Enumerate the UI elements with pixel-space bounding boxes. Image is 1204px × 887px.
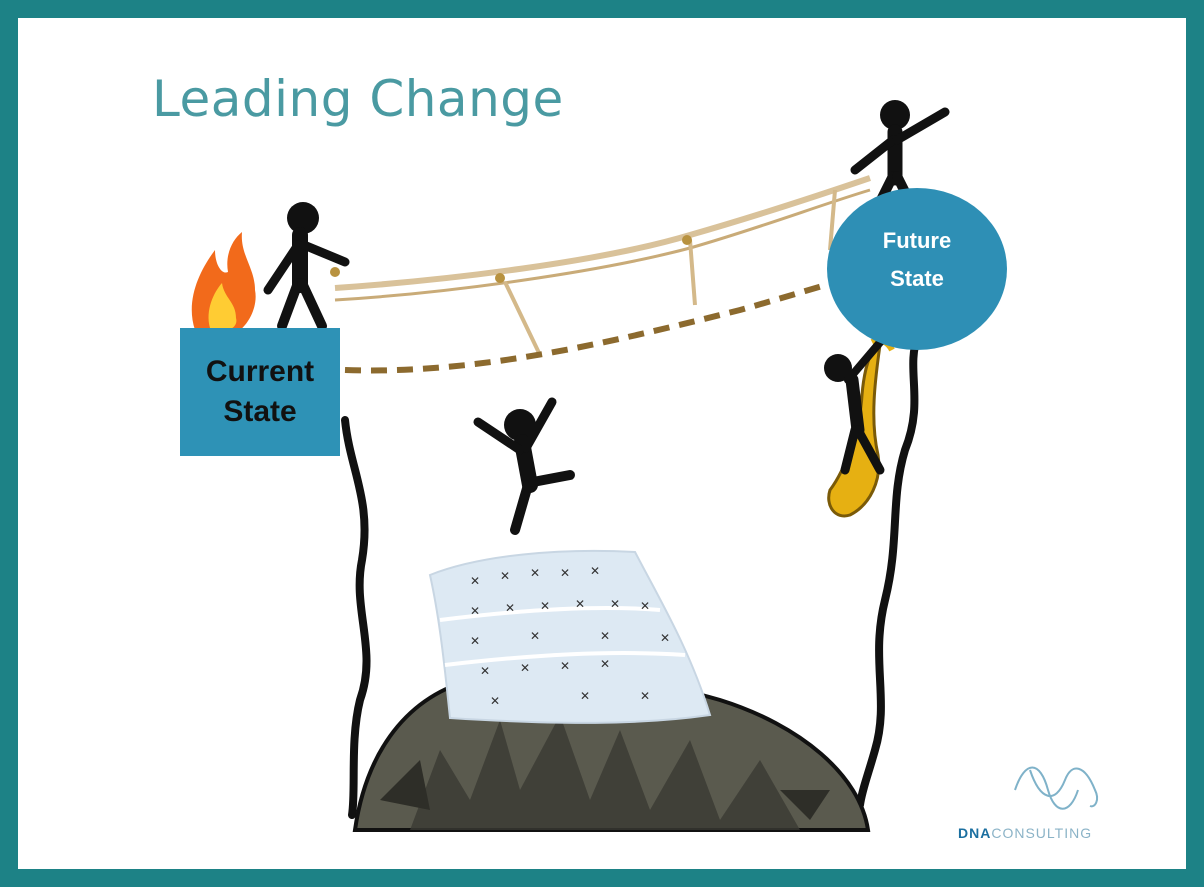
person-climbing — [824, 336, 886, 475]
svg-text:✕: ✕ — [470, 634, 480, 648]
dna-consulting-logo: DNACONSULTING — [958, 825, 1092, 841]
svg-text:✕: ✕ — [540, 599, 550, 613]
future-state-circle — [827, 188, 1007, 350]
svg-text:✕: ✕ — [660, 631, 670, 645]
slide-title: Leading Change — [152, 70, 564, 128]
safety-net: ✕ ✕ ✕ ✕ ✕ ✕ ✕ ✕ ✕ ✕ ✕ ✕ ✕ ✕ ✕ ✕ ✕ ✕ ✕ ✕ ✕ ✕ — [428, 549, 712, 724]
svg-text:✕: ✕ — [575, 597, 585, 611]
svg-text:✕: ✕ — [610, 597, 620, 611]
svg-text:✕: ✕ — [500, 569, 510, 583]
fire-icon — [191, 232, 256, 330]
svg-text:✕: ✕ — [470, 604, 480, 618]
current-state-box: Current State — [180, 328, 340, 456]
svg-text:✕: ✕ — [590, 564, 600, 578]
svg-text:✕: ✕ — [530, 566, 540, 580]
person-falling — [473, 397, 575, 535]
svg-text:✕: ✕ — [480, 664, 490, 678]
logo-brand-strong: DNA — [958, 825, 992, 841]
svg-text:✕: ✕ — [640, 689, 650, 703]
svg-text:✕: ✕ — [600, 629, 610, 643]
svg-text:✕: ✕ — [600, 657, 610, 671]
rope-bridge — [330, 175, 871, 356]
dashed-rope — [344, 267, 881, 374]
logo-brand-light: CONSULTING — [991, 825, 1093, 841]
svg-text:✕: ✕ — [520, 661, 530, 675]
svg-text:✕: ✕ — [530, 629, 540, 643]
right-cliff-wall — [856, 331, 922, 809]
person-current-state — [263, 202, 350, 331]
svg-text:✕: ✕ — [490, 694, 500, 708]
left-cliff-wall — [341, 416, 371, 819]
future-state-label: Future State — [882, 228, 952, 291]
svg-text:✕: ✕ — [580, 689, 590, 703]
svg-text:✕: ✕ — [470, 574, 480, 588]
dna-logo-icon — [1014, 766, 1099, 810]
svg-text:✕: ✕ — [640, 599, 650, 613]
svg-text:✕: ✕ — [505, 601, 515, 615]
svg-text:✕: ✕ — [560, 659, 570, 673]
svg-text:✕: ✕ — [560, 566, 570, 580]
